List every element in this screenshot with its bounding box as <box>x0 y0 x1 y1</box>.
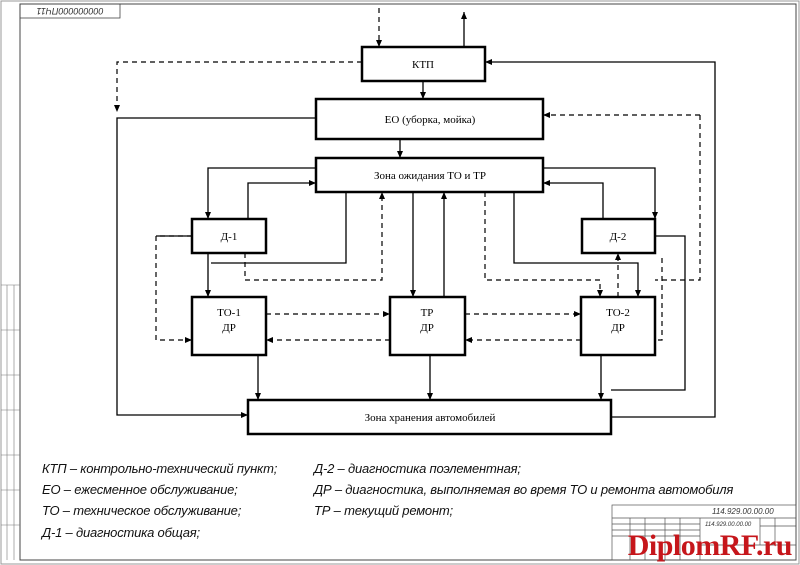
label-to2-line1: ТО-2 <box>606 307 630 319</box>
label-ktp: КТП <box>412 59 434 71</box>
box-to2 <box>579 295 657 357</box>
stamp-code-small: 114.929.00.00.00 <box>705 522 752 528</box>
legend-line1-b: Д-2 – диагностика поэлементная; <box>314 461 521 476</box>
rotated-drawing-code: 000000000ПЧ11 <box>37 6 104 16</box>
dashed-flow-lines <box>114 8 701 343</box>
legend-line1-a: КТП – контрольно-технический пункт; <box>42 461 278 476</box>
label-to2-line2: ДР <box>611 322 625 334</box>
legend-line2-a: ЕО – ежесменное обслуживание; <box>42 482 238 497</box>
inner-frame <box>19 3 797 561</box>
watermark-logo: DiplomRF.ru <box>627 529 793 562</box>
label-d2: Д-2 <box>610 231 627 243</box>
label-d1: Д-1 <box>221 231 238 243</box>
legend-line2-b: ДР – диагностика, выполняемая во время Т… <box>314 482 734 497</box>
label-to1-line1: ТО-1 <box>217 307 241 319</box>
legend-line4-a: Д-1 – диагностика общая; <box>42 525 200 540</box>
title-block <box>611 504 797 561</box>
label-tr-line1: ТР <box>421 307 434 319</box>
box-eo <box>314 97 545 141</box>
label-waiting-zone: Зона ожидания ТО и ТР <box>374 170 486 182</box>
label-to1-line2: ДР <box>222 322 236 334</box>
label-eo: ЕО (уборка, мойка) <box>385 114 476 126</box>
box-tr <box>388 295 467 357</box>
solid-flow-lines <box>116 12 716 418</box>
label-tr-line2: ДР <box>420 322 434 334</box>
legend-line3-a: ТО – техническое обслуживание; <box>42 503 242 518</box>
box-d2 <box>580 217 657 255</box>
left-margin-strip <box>1 284 20 560</box>
box-to1 <box>190 295 268 357</box>
code-box <box>19 3 121 19</box>
label-storage-zone: Зона хранения автомобилей <box>365 412 496 424</box>
stamp-code-top: 114.929.00.00.00 <box>712 507 774 516</box>
box-waiting-zone <box>314 156 545 194</box>
legend-line3-b: ТР – текущий ремонт; <box>314 503 453 518</box>
